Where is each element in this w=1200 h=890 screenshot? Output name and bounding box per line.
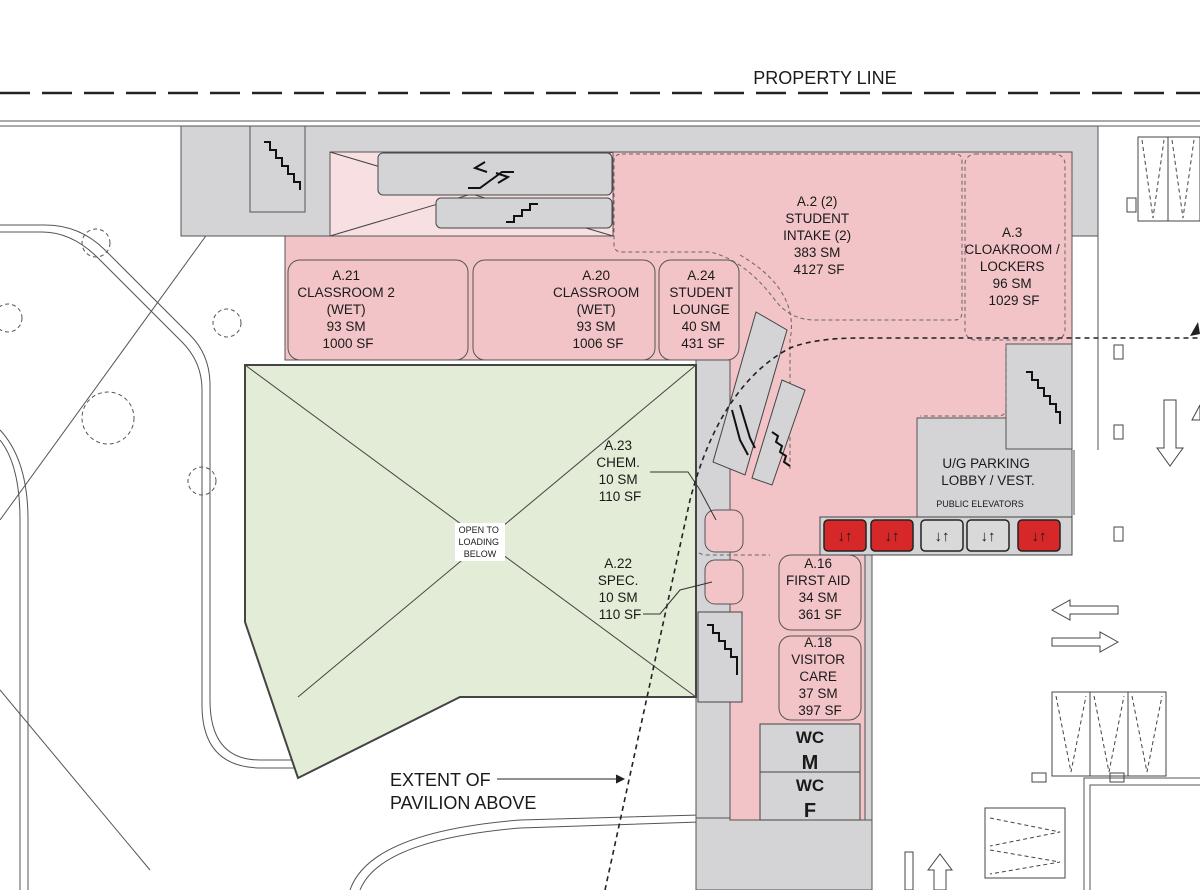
stair-right	[1026, 371, 1061, 424]
arrow-icon	[1191, 404, 1200, 421]
washroom-f-letter: F	[804, 800, 816, 822]
arrow-icon	[1050, 599, 1119, 621]
elevator-icon: ↓↑	[935, 528, 950, 545]
escalator-upper	[377, 152, 613, 229]
pavilion-extent	[604, 337, 1200, 890]
stair-lower	[697, 611, 743, 703]
room-a18-label: A.18 VISITOR CARE 37 SM 397 SF	[791, 635, 849, 718]
traffic-arrows	[904, 399, 1200, 890]
stair-icon	[264, 141, 301, 190]
elevator-icon: ↓↑	[981, 528, 996, 545]
elevator-cab	[1017, 519, 1061, 552]
room-a22-outline	[704, 559, 744, 605]
washrooms: WC M WC F	[759, 723, 861, 822]
elevator-cab	[966, 519, 1010, 552]
elevator-cab	[823, 519, 867, 552]
washroom-m-letter: M	[802, 752, 819, 774]
room-a23-label: A.23 CHEM. 10 SM 110 SF	[596, 438, 643, 504]
stair-icon	[1026, 371, 1061, 424]
public-elevators-label: PUBLIC ELEVATORS	[936, 499, 1024, 509]
elevator-cab	[870, 519, 914, 552]
room-a18-outline	[778, 635, 862, 721]
elevator-icon: ↓↑	[885, 528, 900, 545]
elevator-cab	[920, 519, 964, 552]
room-a22-label: A.22 SPEC. 10 SM 110 SF	[598, 556, 642, 622]
room-a20-outline	[472, 259, 656, 361]
elevator-icon: ↓↑	[1032, 528, 1047, 545]
escalator-diagonal	[712, 311, 806, 486]
elevator-bank: ↓↑ ↓↑ ↓↑ ↓↑ ↓↑	[819, 516, 1073, 556]
washroom-f-label: WC	[796, 776, 824, 795]
washroom-m-label: WC	[796, 728, 824, 747]
stair-icon	[506, 203, 538, 223]
arrow-icon	[1051, 631, 1120, 653]
room-a23-outline	[704, 509, 744, 553]
escalator-icon	[731, 404, 756, 456]
room-a2-label: A.2 (2) STUDENT INTAKE (2) 383 SM 4127 S…	[783, 194, 855, 277]
room-a3-label: A.3 CLOAKROOM / LOCKERS 96 SM 1029 SF	[964, 225, 1063, 308]
pavilion-label: EXTENT OF PAVILION ABOVE	[390, 770, 536, 813]
washroom-m	[759, 723, 861, 773]
room-a24-label: A.24 STUDENT LOUNGE 40 SM 431 SF	[669, 268, 736, 351]
elevator-icon: ↓↑	[838, 528, 853, 545]
arrow-icon	[1156, 399, 1184, 467]
property-line: PROPERTY LINE	[0, 68, 1200, 95]
room-a24-outline	[658, 259, 740, 361]
open-to-below-area: OPEN TO LOADING BELOW	[244, 364, 697, 780]
lobby-label: U/G PARKING LOBBY / VEST.	[941, 456, 1035, 488]
property-line-label: PROPERTY LINE	[753, 68, 896, 88]
room-a16-label: A.16 FIRST AID 34 SM 361 SF	[786, 556, 854, 622]
stair-top-left	[264, 141, 301, 190]
room-labels: A.2 (2) STUDENT INTAKE (2) 383 SM 4127 S…	[297, 194, 1063, 718]
room-leaders	[643, 471, 717, 615]
stair-icon	[707, 624, 738, 675]
room-a21-outline	[287, 259, 469, 361]
washroom-f	[759, 771, 861, 821]
arrow-icon	[927, 853, 953, 890]
stair-icon	[771, 431, 791, 467]
arrow-icon	[1190, 322, 1200, 336]
room-a20-label: A.20 CLASSROOM (WET) 93 SM 1006 SF	[553, 268, 643, 351]
dashed-boundaries	[613, 153, 1066, 556]
parking-stalls	[984, 136, 1200, 879]
open-to-below-label: OPEN TO LOADING BELOW	[458, 525, 501, 559]
room-outlines	[287, 259, 862, 721]
room-a21-label: A.21 CLASSROOM 2 (WET) 93 SM 1000 SF	[297, 268, 398, 351]
escalator-icon	[468, 161, 514, 189]
site-trees	[0, 228, 242, 496]
pavilion-leader	[497, 774, 626, 784]
